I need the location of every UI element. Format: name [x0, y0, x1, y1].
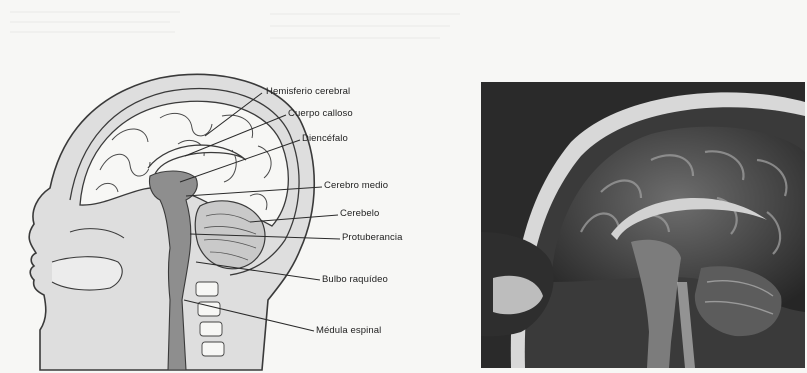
label-pons: Protuberancia	[342, 232, 402, 243]
label-cerebellum: Cerebelo	[340, 208, 379, 219]
brain-sagittal-diagram	[0, 0, 470, 373]
label-spinal-cord: Médula espinal	[316, 325, 381, 336]
oral-cavity	[52, 257, 122, 290]
label-corpus-callosum: Cuerpo calloso	[288, 108, 353, 119]
label-diencephalon: Diencéfalo	[302, 133, 348, 144]
label-midbrain: Cerebro medio	[324, 180, 388, 191]
mri-sagittal-scan	[481, 82, 805, 368]
label-cerebral-hemisphere: Hemisferio cerebral	[266, 86, 350, 97]
label-medulla: Bulbo raquídeo	[322, 274, 388, 285]
